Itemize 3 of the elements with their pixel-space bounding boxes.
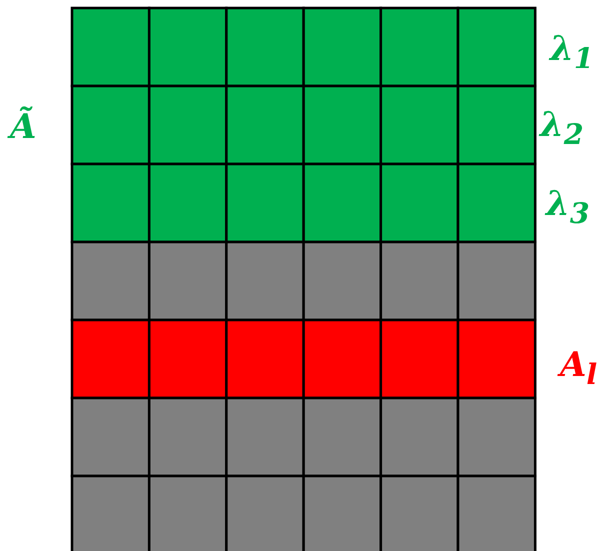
matrix-label: λ$_{3}$ bbox=[546, 187, 590, 228]
matrix-label: λ$_{2}$ bbox=[540, 108, 584, 148]
matrix-label: λ$_{1}$ bbox=[550, 32, 594, 72]
